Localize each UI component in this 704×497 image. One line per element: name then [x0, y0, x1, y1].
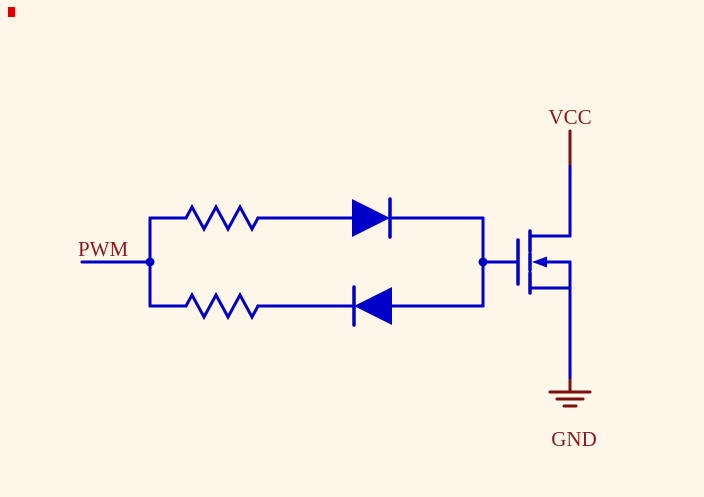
pwm-net[interactable]: PWM: [78, 237, 152, 264]
diode-top-triangle: [352, 199, 390, 237]
vcc-power-port[interactable]: VCC: [548, 105, 592, 166]
diode-bottom-triangle: [354, 287, 392, 325]
red-marker: [8, 7, 15, 17]
gnd-label[interactable]: GND: [551, 427, 597, 451]
resistor-bottom[interactable]: [184, 291, 260, 321]
vcc-label[interactable]: VCC: [548, 105, 591, 129]
mosfet-body-arrow-icon: [532, 256, 547, 268]
resistor-top-zigzag: [184, 203, 260, 233]
resistor-bottom-zigzag: [184, 291, 260, 321]
mosfet[interactable]: [516, 229, 572, 295]
gnd-power-port[interactable]: GND: [548, 378, 597, 451]
pwm-label[interactable]: PWM: [78, 237, 129, 261]
resistor-top[interactable]: [184, 203, 260, 233]
diode-bottom[interactable]: [352, 285, 392, 327]
